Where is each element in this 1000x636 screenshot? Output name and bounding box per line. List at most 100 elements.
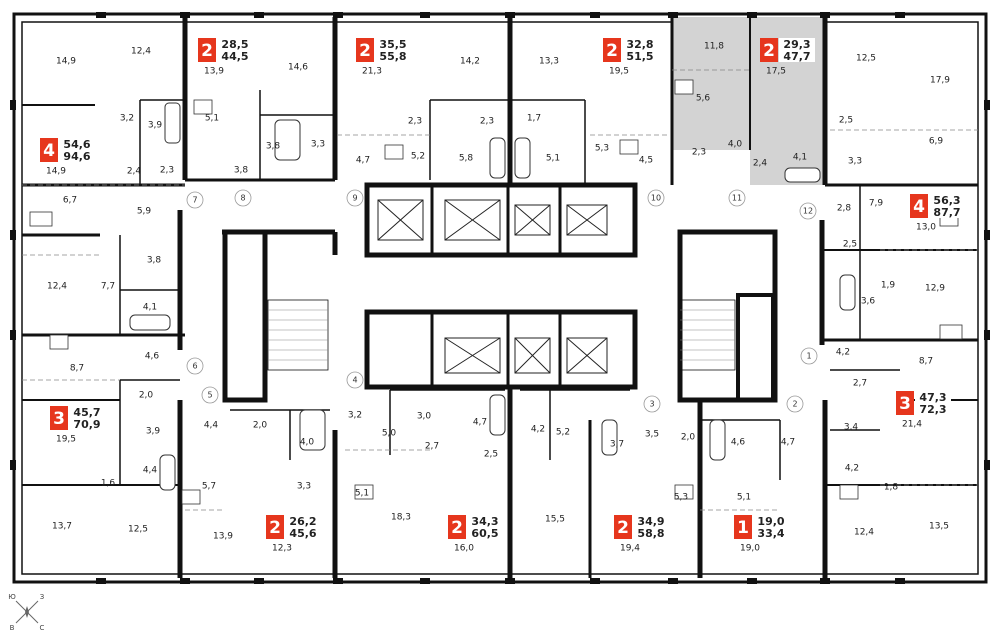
area-box bbox=[69, 406, 105, 430]
room-area-label: 13,5 bbox=[929, 522, 949, 532]
room-area-label: 3,6 bbox=[861, 297, 876, 307]
main-room-area: 16,0 bbox=[454, 544, 474, 554]
rooms-count: 2 bbox=[269, 518, 281, 538]
main-room-area: 13,9 bbox=[204, 67, 224, 77]
total-area: 47,7 bbox=[783, 50, 810, 63]
rooms-count: 2 bbox=[359, 41, 371, 61]
area-box bbox=[217, 38, 253, 62]
rooms-count-badge bbox=[603, 38, 621, 62]
entrance-number: 11 bbox=[732, 194, 742, 203]
rooms-count-badge bbox=[614, 515, 632, 539]
compass-north: С bbox=[40, 624, 45, 632]
total-area: 33,4 bbox=[757, 527, 784, 540]
rooms-count-badge bbox=[910, 194, 928, 218]
entrance-marker bbox=[234, 189, 252, 207]
entrance-number: 1 bbox=[806, 352, 811, 361]
area-box bbox=[779, 38, 815, 62]
room-area-label: 8,7 bbox=[919, 357, 933, 367]
total-area: 60,5 bbox=[471, 527, 498, 540]
main-room-area: 19,0 bbox=[740, 544, 760, 554]
rooms-count-badge bbox=[356, 38, 374, 62]
rooms-count: 2 bbox=[201, 41, 213, 61]
room-area-label: 4,7 bbox=[356, 156, 370, 166]
room-area-label: 5,2 bbox=[411, 152, 425, 162]
main-room-area: 21,4 bbox=[902, 420, 922, 430]
room-area-label: 1,6 bbox=[101, 479, 116, 489]
room-area-label: 2,7 bbox=[853, 379, 867, 389]
room-area-label: 3,7 bbox=[610, 440, 624, 450]
entrance-marker bbox=[346, 189, 364, 207]
room-area-label: 4,4 bbox=[143, 466, 158, 476]
entrance-marker bbox=[186, 191, 204, 209]
room-area-label: 7,7 bbox=[101, 282, 115, 292]
room-area-label: 4,0 bbox=[300, 438, 315, 448]
rooms-count: 2 bbox=[606, 41, 618, 61]
entrance-number: 3 bbox=[649, 400, 654, 409]
rooms-count: 3 bbox=[53, 409, 65, 429]
room-area-label: 3,3 bbox=[848, 157, 862, 167]
room-area-label: 5,3 bbox=[674, 493, 688, 503]
room-area-label: 2,4 bbox=[753, 159, 768, 169]
room-area-label: 14,2 bbox=[460, 57, 480, 67]
room-area-label: 4,2 bbox=[531, 425, 545, 435]
room-area-label: 12,9 bbox=[925, 284, 945, 294]
entrance-number: 10 bbox=[651, 194, 661, 203]
room-area-label: 12,4 bbox=[131, 47, 151, 57]
entrance-marker bbox=[647, 189, 665, 207]
rooms-count-badge bbox=[760, 38, 778, 62]
room-area-label: 3,8 bbox=[234, 166, 249, 176]
main-room-area: 19,5 bbox=[609, 67, 629, 77]
room-area-label: 2,3 bbox=[692, 148, 706, 158]
living-area: 56,3 bbox=[933, 194, 960, 207]
compass-east: З bbox=[40, 593, 45, 601]
room-area-label: 7,9 bbox=[869, 199, 884, 209]
room-area-label: 3,8 bbox=[147, 256, 162, 266]
room-area-label: 3,8 bbox=[266, 142, 281, 152]
total-area: 94,6 bbox=[63, 150, 90, 163]
entrance-marker bbox=[201, 386, 219, 404]
rooms-count: 1 bbox=[737, 518, 749, 538]
main-room-area: 17,5 bbox=[766, 67, 786, 77]
living-area: 28,5 bbox=[221, 38, 248, 51]
living-area: 54,6 bbox=[63, 138, 90, 151]
room-area-label: 4,1 bbox=[793, 153, 807, 163]
area-box bbox=[467, 515, 503, 539]
room-area-label: 8,7 bbox=[70, 364, 84, 374]
living-area: 45,7 bbox=[73, 406, 100, 419]
room-area-label: 13,9 bbox=[213, 532, 233, 542]
room-area-label: 2,7 bbox=[425, 442, 439, 452]
rooms-count: 2 bbox=[617, 518, 629, 538]
main-room-area: 13,0 bbox=[916, 223, 936, 233]
room-area-label: 2,8 bbox=[837, 204, 852, 214]
room-area-label: 3,2 bbox=[348, 411, 362, 421]
room-area-label: 4,4 bbox=[204, 421, 219, 431]
entrance-marker bbox=[186, 357, 204, 375]
room-area-label: 4,5 bbox=[639, 156, 653, 166]
room-area-label: 5,1 bbox=[355, 489, 369, 499]
room-area-label: 2,3 bbox=[480, 117, 494, 127]
area-box bbox=[915, 391, 951, 415]
room-area-label: 4,7 bbox=[781, 438, 795, 448]
room-area-label: 5,3 bbox=[595, 144, 609, 154]
room-area-label: 5,7 bbox=[202, 482, 216, 492]
rooms-count: 2 bbox=[763, 41, 775, 61]
total-area: 45,6 bbox=[289, 527, 316, 540]
entrance-number: 9 bbox=[352, 194, 357, 203]
room-area-label: 5,1 bbox=[546, 154, 560, 164]
room-area-label: 6,9 bbox=[929, 137, 944, 147]
stair-steps bbox=[268, 309, 735, 361]
